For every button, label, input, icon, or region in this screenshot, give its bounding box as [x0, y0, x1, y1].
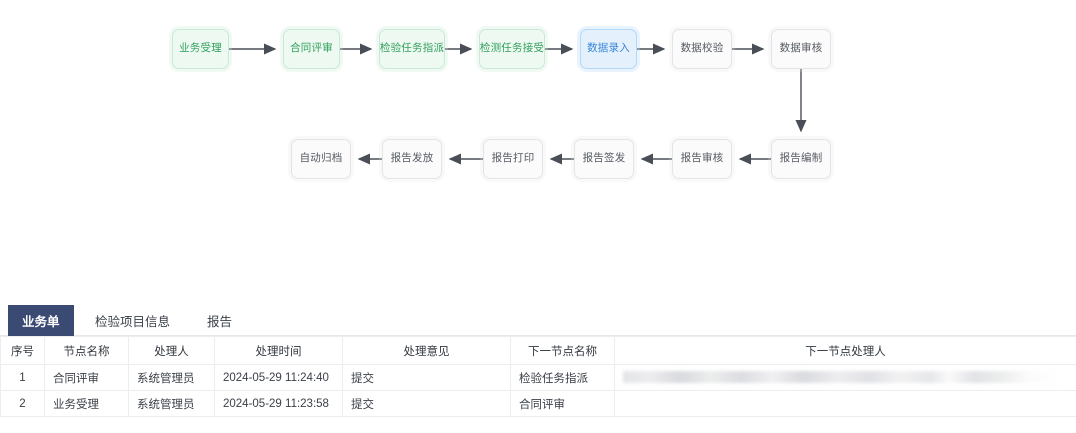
tab-label: 业务单 — [22, 315, 60, 329]
tab-label: 检验项目信息 — [95, 315, 171, 329]
workflow-node-报告编制[interactable]: 报告编制 — [771, 139, 831, 179]
cell-next_handler — [614, 364, 1076, 391]
workflow-node-label: 检测任务接受 — [479, 42, 545, 55]
cell-handler: 系统管理员 — [128, 364, 215, 391]
workflow-node-业务受理[interactable]: 业务受理 — [172, 29, 229, 69]
cell-next_node: 合同评审 — [510, 390, 615, 417]
workflow-diagram: 业务受理 合同评审 检验任务指派 检测任务接受 数据录入 数据校验 数据审核自动归档 报告发放… — [172, 29, 831, 179]
header-row: 序号节点名称处理人处理时间处理意见下一节点名称下一节点处理人 — [0, 336, 1076, 365]
workflow-connectors — [229, 43, 807, 165]
workflow-node-检测任务接受[interactable]: 检测任务接受 — [479, 29, 545, 69]
workflow-node-报告发放[interactable]: 报告发放 — [382, 139, 442, 179]
cell-node_name: 合同评审 — [44, 364, 129, 391]
workflow-node-数据校验[interactable]: 数据校验 — [672, 29, 732, 69]
redacted-content — [623, 371, 1063, 384]
tab-label: 报告 — [207, 315, 233, 329]
tab-报告[interactable]: 报告 — [193, 305, 246, 336]
cell-seq: 2 — [0, 390, 45, 417]
cell-node_name: 业务受理 — [44, 390, 129, 417]
tab-bar: 业务单 检验项目信息 报告 — [0, 305, 1076, 336]
workflow-node-label: 报告打印 — [491, 152, 535, 165]
cell-opinion: 提交 — [342, 390, 511, 417]
workflow-node-label: 数据校验 — [680, 42, 724, 55]
cell-opinion: 提交 — [342, 364, 511, 391]
column-header: 处理人 — [128, 336, 215, 365]
cell-next_node: 检验任务指派 — [510, 364, 615, 391]
workflow-node-label: 报告发放 — [390, 152, 434, 165]
workflow-node-label: 报告签发 — [582, 152, 626, 165]
workflow-node-label: 报告编制 — [779, 152, 823, 165]
workflow-node-报告打印[interactable]: 报告打印 — [483, 139, 543, 179]
workflow-node-检验任务指派[interactable]: 检验任务指派 — [379, 29, 445, 69]
workflow-node-label: 业务受理 — [179, 42, 222, 55]
workflow-node-label: 自动归档 — [299, 152, 343, 165]
column-header: 序号 — [0, 336, 45, 365]
workflow-node-label: 数据录入 — [587, 42, 630, 55]
column-header: 下一节点处理人 — [614, 336, 1076, 365]
workflow-node-label: 数据审核 — [779, 42, 823, 55]
tab-业务单[interactable]: 业务单 — [8, 305, 74, 336]
tab-检验项目信息[interactable]: 检验项目信息 — [81, 305, 184, 336]
cell-handle_time: 2024-05-29 11:23:58 — [214, 390, 343, 417]
cell-handler: 系统管理员 — [128, 390, 215, 417]
cell-seq: 1 — [0, 364, 45, 391]
cell-next_handler — [614, 390, 1076, 417]
cell-handle_time: 2024-05-29 11:24:40 — [214, 364, 343, 391]
column-header: 下一节点名称 — [510, 336, 615, 365]
workflow-node-label: 报告审核 — [680, 152, 724, 165]
column-header: 节点名称 — [44, 336, 129, 365]
table-head: 序号节点名称处理人处理时间处理意见下一节点名称下一节点处理人 — [0, 336, 1076, 365]
workflow-node-自动归档[interactable]: 自动归档 — [291, 139, 351, 179]
workflow-node-合同评审[interactable]: 合同评审 — [283, 29, 340, 69]
workflow-node-报告签发[interactable]: 报告签发 — [574, 139, 634, 179]
column-header: 处理意见 — [342, 336, 511, 365]
workflow-node-label: 合同评审 — [290, 42, 333, 55]
column-header: 处理时间 — [214, 336, 343, 365]
workflow-node-报告审核[interactable]: 报告审核 — [672, 139, 732, 179]
workflow-node-数据录入[interactable]: 数据录入 — [580, 29, 637, 69]
workflow-node-label: 检验任务指派 — [379, 42, 445, 55]
workflow-node-数据审核[interactable]: 数据审核 — [771, 29, 831, 69]
